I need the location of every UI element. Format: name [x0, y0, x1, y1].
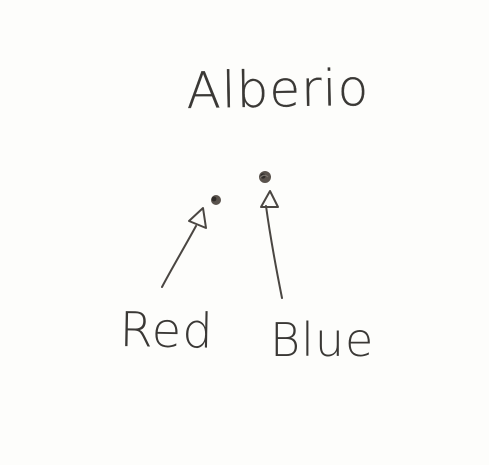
red-arrow — [161, 207, 207, 288]
label-red: Red — [119, 302, 215, 360]
blue-star-dot — [259, 171, 271, 183]
blue-arrow — [260, 190, 283, 299]
label-blue: Blue — [270, 313, 375, 367]
red-star-dot — [211, 195, 221, 205]
